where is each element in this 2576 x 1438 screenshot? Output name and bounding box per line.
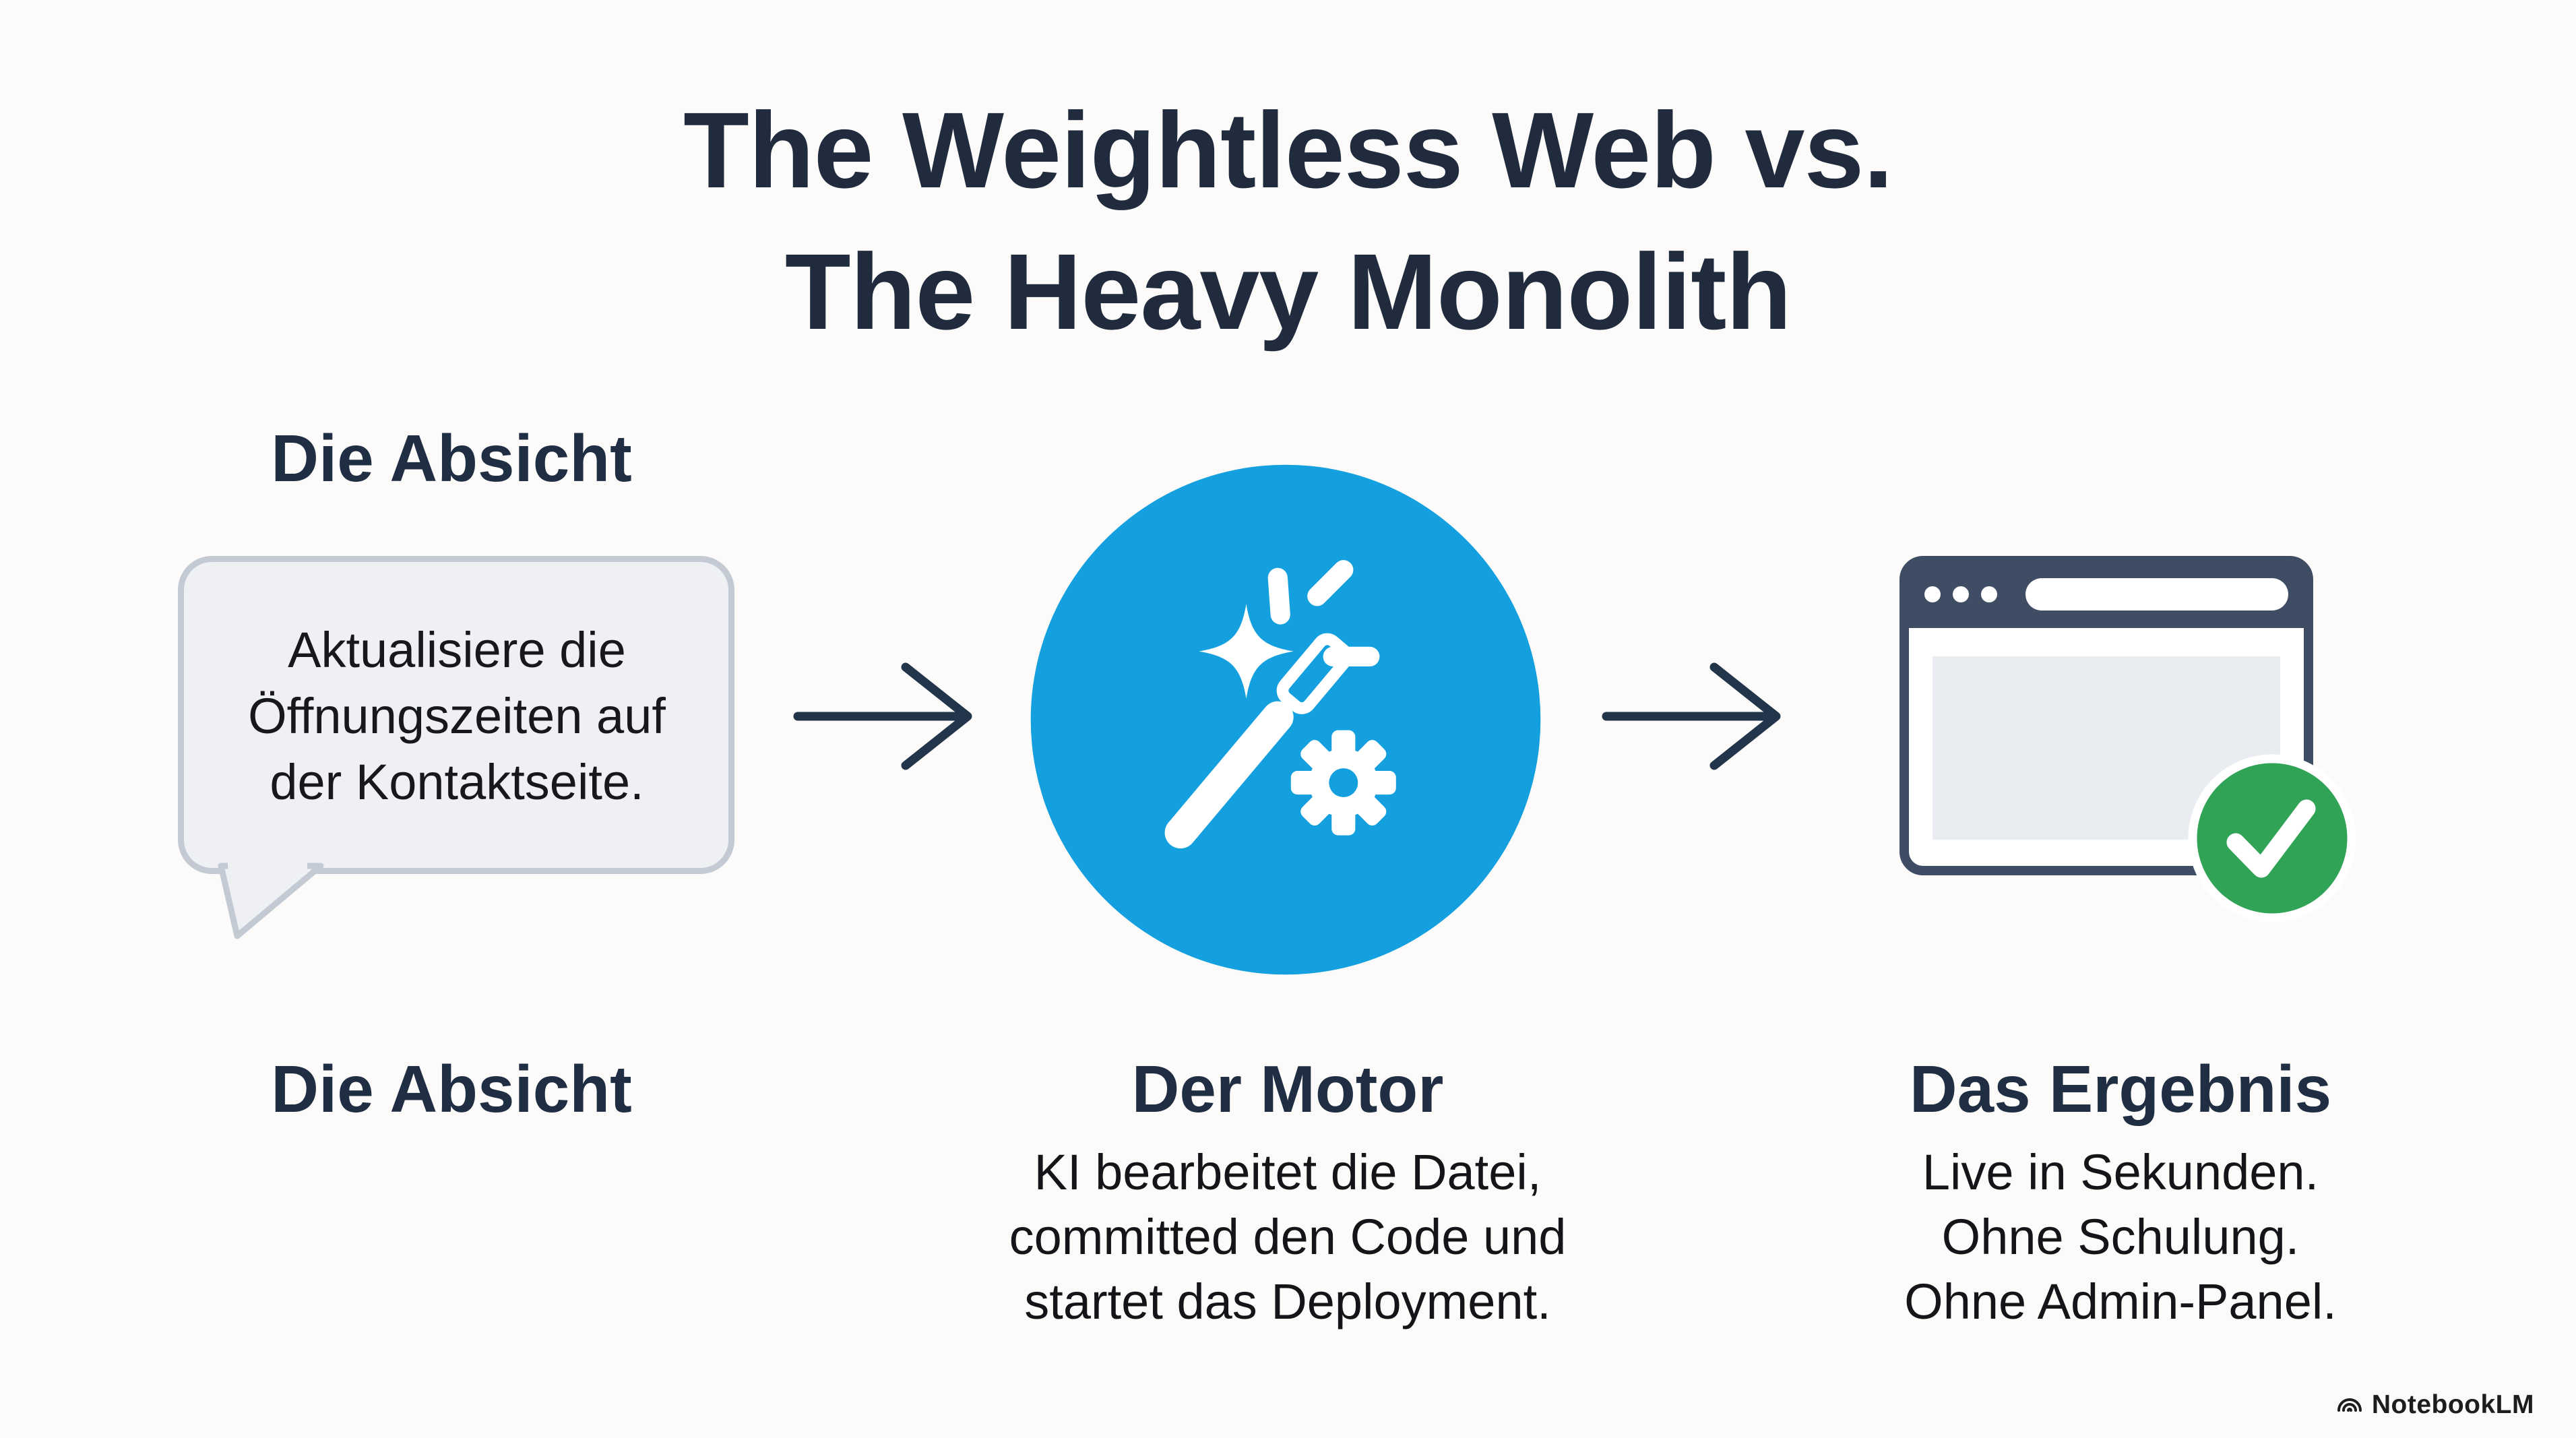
bubble-line: Aktualisiere die bbox=[288, 622, 626, 678]
intent-bubble-text: Aktualisiere die Öffnungszeiten auf der … bbox=[203, 617, 710, 815]
sparkle-icon bbox=[1199, 604, 1294, 699]
speech-bubble-icon bbox=[178, 556, 734, 939]
magic-wand-gear-icon bbox=[1030, 464, 1541, 975]
arrow-right-icon bbox=[1602, 662, 1781, 770]
engine-heading: Der Motor bbox=[1131, 1052, 1444, 1126]
engine-description-line: startet das Deployment. bbox=[1024, 1274, 1551, 1330]
window-dot bbox=[1981, 586, 1997, 602]
page-title-line1: The Weightless Web vs. bbox=[683, 90, 1893, 210]
result-heading: Das Ergebnis bbox=[1909, 1052, 2332, 1126]
engine-description-line: committed den Code und bbox=[1009, 1209, 1567, 1265]
page-title: The Weightless Web vs. The Heavy Monolit… bbox=[0, 80, 2576, 363]
result-description-line: Ohne Admin-Panel. bbox=[1904, 1274, 2337, 1330]
window-dot bbox=[1924, 586, 1941, 602]
window-dot bbox=[1953, 586, 1969, 602]
browser-window-check-icon bbox=[1899, 556, 2356, 923]
gear-icon bbox=[1290, 730, 1396, 836]
notebooklm-arcs-icon bbox=[2337, 1398, 2362, 1412]
url-bar bbox=[2025, 578, 2288, 611]
bubble-line: Öffnungszeiten auf bbox=[248, 688, 666, 744]
watermark-label: NotebookLM bbox=[2371, 1390, 2534, 1419]
intent-heading-top: Die Absicht bbox=[271, 421, 632, 495]
page-title-line2: The Heavy Monolith bbox=[784, 231, 1792, 352]
watermark: NotebookLM bbox=[2334, 1389, 2534, 1420]
engine-description-line: KI bearbeitet die Datei, bbox=[1034, 1144, 1542, 1200]
success-badge bbox=[2188, 754, 2356, 923]
checkmark-icon bbox=[2226, 799, 2316, 878]
bubble-line: der Kontaktseite. bbox=[270, 754, 644, 810]
result-description-line: Live in Sekunden. bbox=[1922, 1144, 2319, 1200]
magic-wand-shaft bbox=[1164, 701, 1294, 849]
result-description-line: Ohne Schulung. bbox=[1941, 1209, 2300, 1265]
intent-heading-bottom: Die Absicht bbox=[271, 1052, 632, 1126]
arrow-right-icon bbox=[793, 662, 972, 770]
result-description: Live in Sekunden. Ohne Schulung. Ohne Ad… bbox=[1904, 1140, 2337, 1334]
engine-description: KI bearbeitet die Datei, committed den C… bbox=[1009, 1140, 1567, 1334]
